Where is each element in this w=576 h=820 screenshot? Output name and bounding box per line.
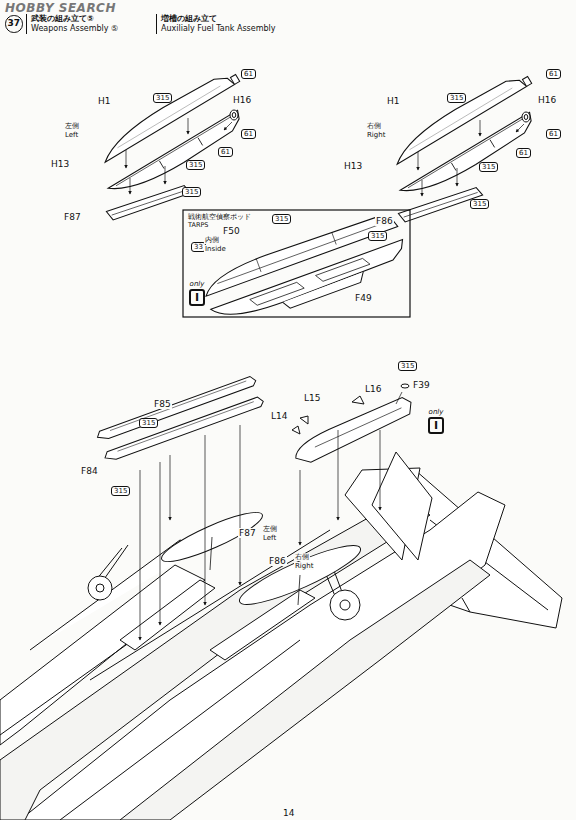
part-label: Left: [64, 131, 79, 139]
part-label: 左側: [64, 122, 80, 130]
callout-number: 315: [368, 231, 387, 241]
callout-number: 315: [479, 162, 498, 172]
part-label: Right: [366, 131, 386, 139]
part-label: H16: [537, 95, 557, 105]
mount-line: [210, 537, 300, 605]
part-label: H13: [343, 161, 363, 171]
part-label: F84: [80, 466, 99, 476]
callout-number: 315: [111, 486, 130, 496]
inset-box: 戦術航空偵察ポッド TARPSonlyI: [183, 210, 410, 317]
callout-number: 315: [470, 199, 489, 209]
assembly-arrows: [140, 392, 402, 640]
node-text: Auxilialy Fuel Tank Assembly: [161, 24, 276, 34]
part-label: F39: [412, 380, 431, 390]
part-label: 14: [282, 808, 295, 818]
part-label: Inside: [204, 245, 227, 253]
pallet-parts: [96, 375, 265, 463]
part-label: F86: [375, 216, 394, 226]
left-tank: [96, 67, 246, 221]
part-label: F87: [63, 212, 82, 222]
step-number: 37: [5, 15, 23, 33]
part-label: H1: [97, 96, 112, 106]
callout-number: 315: [186, 160, 205, 170]
callout-number: 61: [241, 129, 256, 139]
badge-caption: only: [189, 280, 205, 288]
callout-number: 315: [182, 187, 201, 197]
step-title: 増槽の組み立てAuxilialy Fuel Tank Assembly: [156, 14, 280, 34]
part-label: H16: [232, 95, 252, 105]
callout-number: 61: [546, 69, 561, 79]
aircraft-underside: [0, 452, 562, 820]
node-text: Weapons Assembly ⑤: [31, 24, 118, 34]
callout-number: 315: [447, 93, 466, 103]
callout-number: 61: [218, 147, 233, 157]
callout-number: 61: [516, 148, 531, 158]
part-label: H1: [386, 96, 401, 106]
callout-number: 315: [139, 418, 158, 428]
node-text: 37: [6, 16, 22, 31]
badge-mark: I: [189, 289, 205, 306]
node-text: 増槽の組み立て: [161, 14, 276, 24]
part-label: 内側: [204, 236, 220, 244]
part-label: L14: [270, 411, 288, 421]
badge-mark: I: [428, 417, 444, 434]
pin-part: [401, 384, 409, 388]
part-label: F86: [268, 556, 287, 566]
part-label: Right: [294, 562, 314, 570]
only-badge: onlyI: [189, 280, 205, 306]
node-text: 武装の組み立て⑤: [31, 14, 118, 24]
part-label: 右側: [294, 553, 310, 561]
part-label: L16: [364, 384, 382, 394]
only-badge: onlyI: [428, 408, 444, 434]
part-label: F49: [354, 293, 373, 303]
callout-number: 315: [272, 214, 291, 224]
right-tank: [388, 69, 538, 223]
callout-number: 61: [546, 129, 561, 139]
callout-number: 315: [153, 93, 172, 103]
part-label: F50: [222, 226, 241, 236]
part-label: 左側: [262, 525, 278, 533]
step-title: 武装の組み立て⑤Weapons Assembly ⑤: [26, 14, 122, 34]
part-label: H13: [50, 159, 70, 169]
callout-number: 61: [241, 69, 256, 79]
part-label: L15: [303, 393, 321, 403]
callout-number: 315: [398, 361, 417, 371]
part-label: 右側: [366, 122, 382, 130]
part-label: F87: [238, 528, 257, 538]
part-label: F85: [153, 399, 172, 409]
part-label: Left: [262, 534, 277, 542]
pylon-part: [291, 393, 416, 467]
badge-caption: only: [428, 408, 444, 416]
watermark: HOBBY SEARCH: [4, 2, 117, 15]
tarps-pod: [200, 210, 412, 334]
